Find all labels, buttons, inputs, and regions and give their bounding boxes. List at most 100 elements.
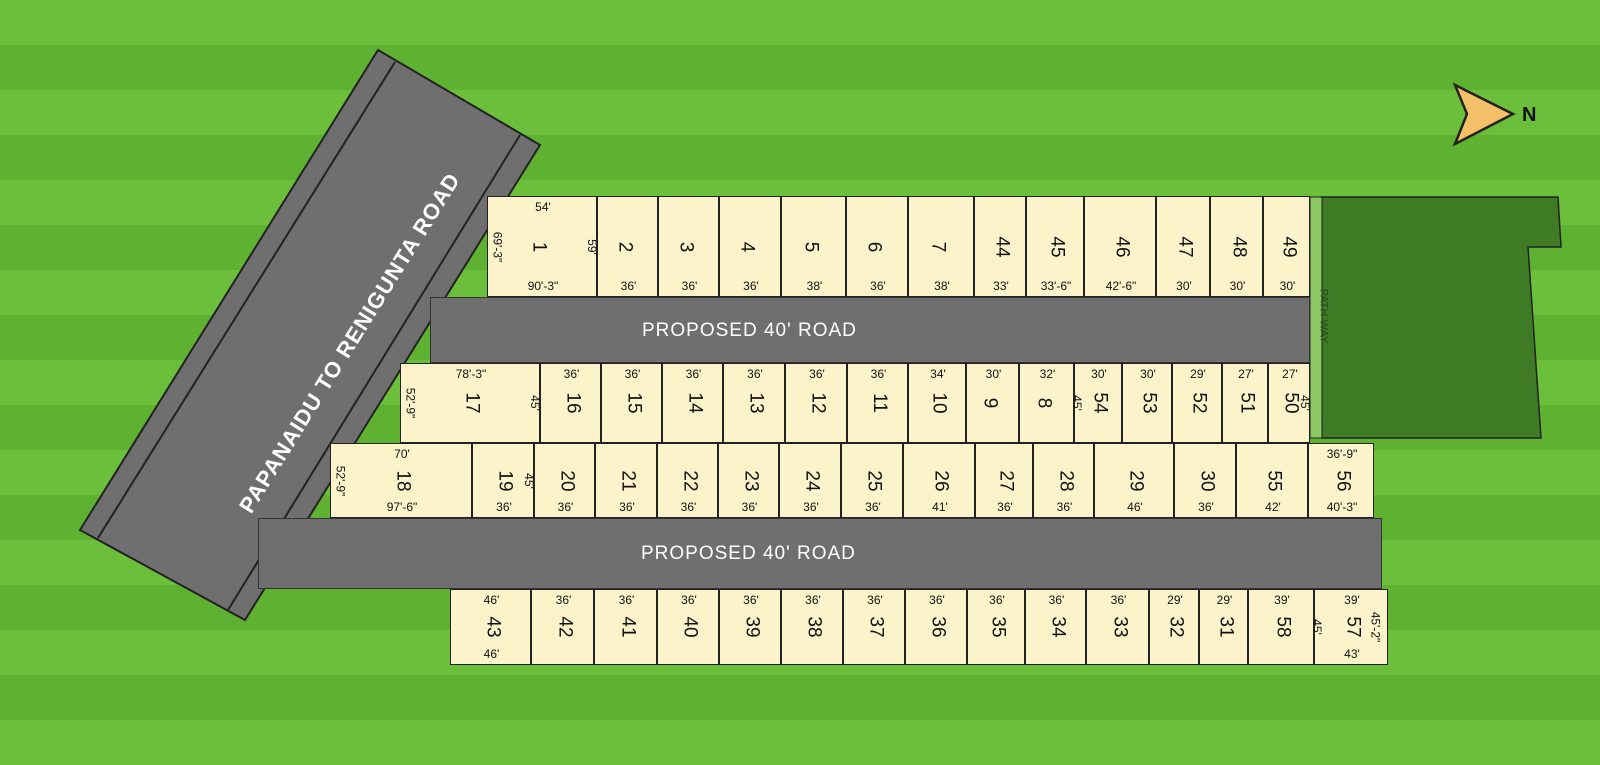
- north-label: N: [1522, 104, 1537, 126]
- plot-number: 51: [1236, 392, 1258, 414]
- main-road-edge: [97, 61, 396, 539]
- plot-dim-right: 45': [528, 395, 540, 411]
- plot-number: 44: [991, 235, 1013, 258]
- plot-dim-right: 45'-2": [1368, 611, 1383, 643]
- plot-number: 15: [623, 392, 645, 414]
- plot-dim-top: 78'-3": [455, 367, 487, 381]
- plot-dim-bottom: 42'-6": [1105, 279, 1137, 293]
- plot-number: 45: [1046, 235, 1068, 258]
- plot-number: 29: [1125, 469, 1147, 492]
- plot-number: 13: [745, 392, 767, 414]
- plot-number: 37: [865, 616, 887, 638]
- plot-dim-top: 36': [563, 367, 580, 381]
- plot-dim-bottom: 36': [997, 500, 1013, 514]
- plot-dim-top: 36': [867, 593, 883, 607]
- plot-dim-top: 36': [681, 593, 697, 607]
- plot-dim-bottom: 36': [803, 500, 819, 514]
- plot-dim-bottom: 36': [743, 279, 759, 293]
- plot-dim-left: 45': [1074, 395, 1084, 411]
- plot-dim-bottom: 30': [1229, 279, 1246, 293]
- plot-dim-bottom: 36': [557, 500, 574, 514]
- plot-dim-top: 29': [1216, 593, 1233, 607]
- plot-dim-left: 45': [1314, 619, 1324, 635]
- plot-number: 11: [868, 393, 890, 413]
- plot-dim-top: 30': [1140, 367, 1156, 381]
- plot-29[interactable]: 29 46': [1094, 443, 1174, 518]
- plot-number: 10: [928, 392, 950, 414]
- plot-dim-bottom: 36': [619, 500, 635, 514]
- plot-dim-bottom: 97'-6": [386, 500, 418, 514]
- plot-number: 58: [1272, 616, 1294, 638]
- plot-dim-top: 46': [483, 593, 500, 607]
- plot-number: 21: [617, 469, 639, 492]
- plot-number: 36: [927, 616, 949, 638]
- plot-dim-bottom: 46': [1127, 500, 1143, 514]
- plot-21[interactable]: 21 36': [595, 443, 657, 518]
- plot-dim-bottom: 43': [1344, 647, 1360, 661]
- plot-number: 35: [987, 616, 1009, 638]
- plot-number: 7: [927, 241, 949, 252]
- plot-dim-bottom: 36': [1198, 500, 1214, 514]
- plot-dim-right: 45': [522, 472, 534, 489]
- proposed-road-label: PROPOSED 40' ROAD: [642, 320, 857, 341]
- plot-37[interactable]: 37 36': [843, 589, 905, 665]
- plot-dim-top: 36': [555, 593, 572, 607]
